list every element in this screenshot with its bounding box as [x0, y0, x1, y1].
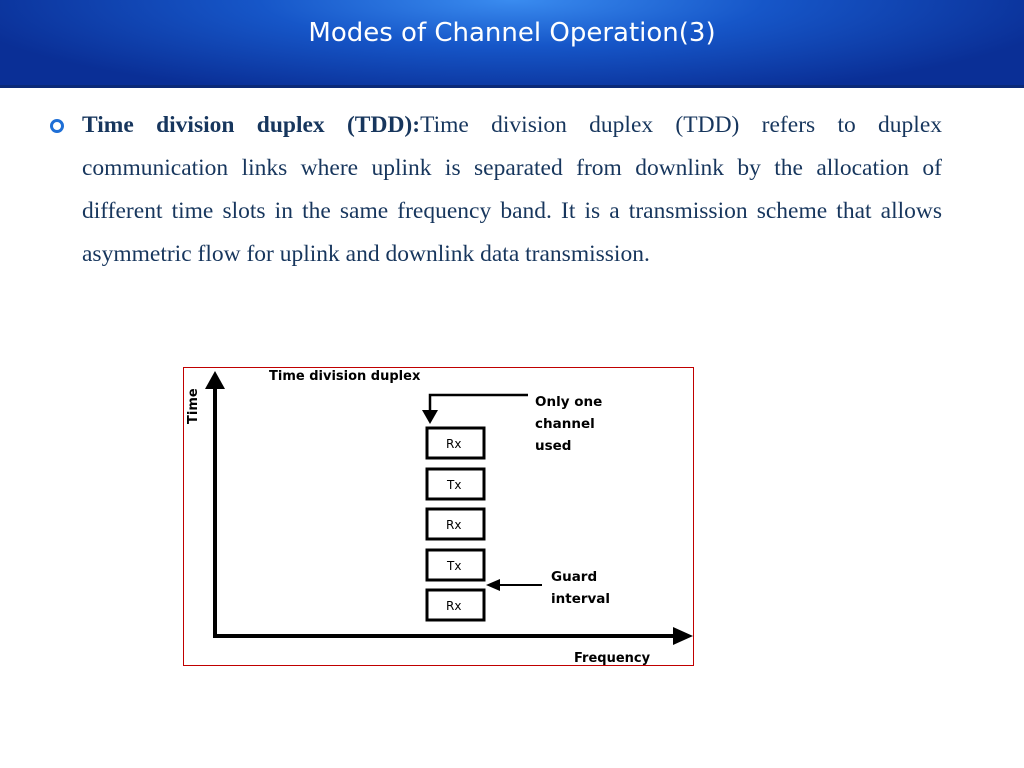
- x-axis-label: Frequency: [574, 651, 651, 665]
- slot-label: Tx: [446, 559, 461, 573]
- circle-bullet-icon: [50, 119, 64, 133]
- guard-annotation-line-2: interval: [551, 591, 610, 607]
- bullet-paragraph: Time division duplex (TDD):Time division…: [82, 104, 942, 276]
- slot-box: [425, 507, 486, 541]
- y-axis-arrow: [205, 371, 225, 389]
- slot-box: [425, 426, 486, 460]
- diagram-title: Time division duplex: [269, 369, 421, 384]
- slot-box: [425, 548, 486, 582]
- channel-annotation-line-1: Only one: [535, 394, 602, 410]
- slot-box: [425, 467, 486, 501]
- slot-label: Rx: [446, 437, 461, 451]
- guard-pointer-arrowhead: [486, 579, 500, 591]
- channel-annotation-line-3: used: [535, 438, 571, 454]
- slot-label: Rx: [446, 599, 461, 613]
- channel-annotation-line-2: channel: [535, 416, 595, 432]
- y-axis-label: Time: [186, 388, 201, 424]
- slide-title: Modes of Channel Operation(3): [308, 18, 716, 48]
- title-bar: Modes of Channel Operation(3): [0, 0, 1024, 88]
- channel-pointer-line: [428, 393, 528, 414]
- tdd-diagram: Time division duplex Time Frequency Only…: [183, 367, 694, 666]
- tdd-diagram-svg: Time division duplex Time Frequency Only…: [186, 369, 693, 665]
- bullet-text: Time division duplex (TDD) refers to dup…: [82, 112, 942, 267]
- slot-label: Rx: [446, 518, 461, 532]
- slot-stack: Rx Tx Rx Tx Rx: [425, 426, 486, 622]
- slot-box: [425, 588, 486, 622]
- guard-annotation-line-1: Guard: [551, 569, 597, 585]
- x-axis-arrow: [673, 627, 693, 645]
- slot-label: Tx: [446, 478, 461, 492]
- channel-pointer-arrowhead: [422, 410, 438, 424]
- bullet-term: Time division duplex (TDD):: [82, 112, 421, 138]
